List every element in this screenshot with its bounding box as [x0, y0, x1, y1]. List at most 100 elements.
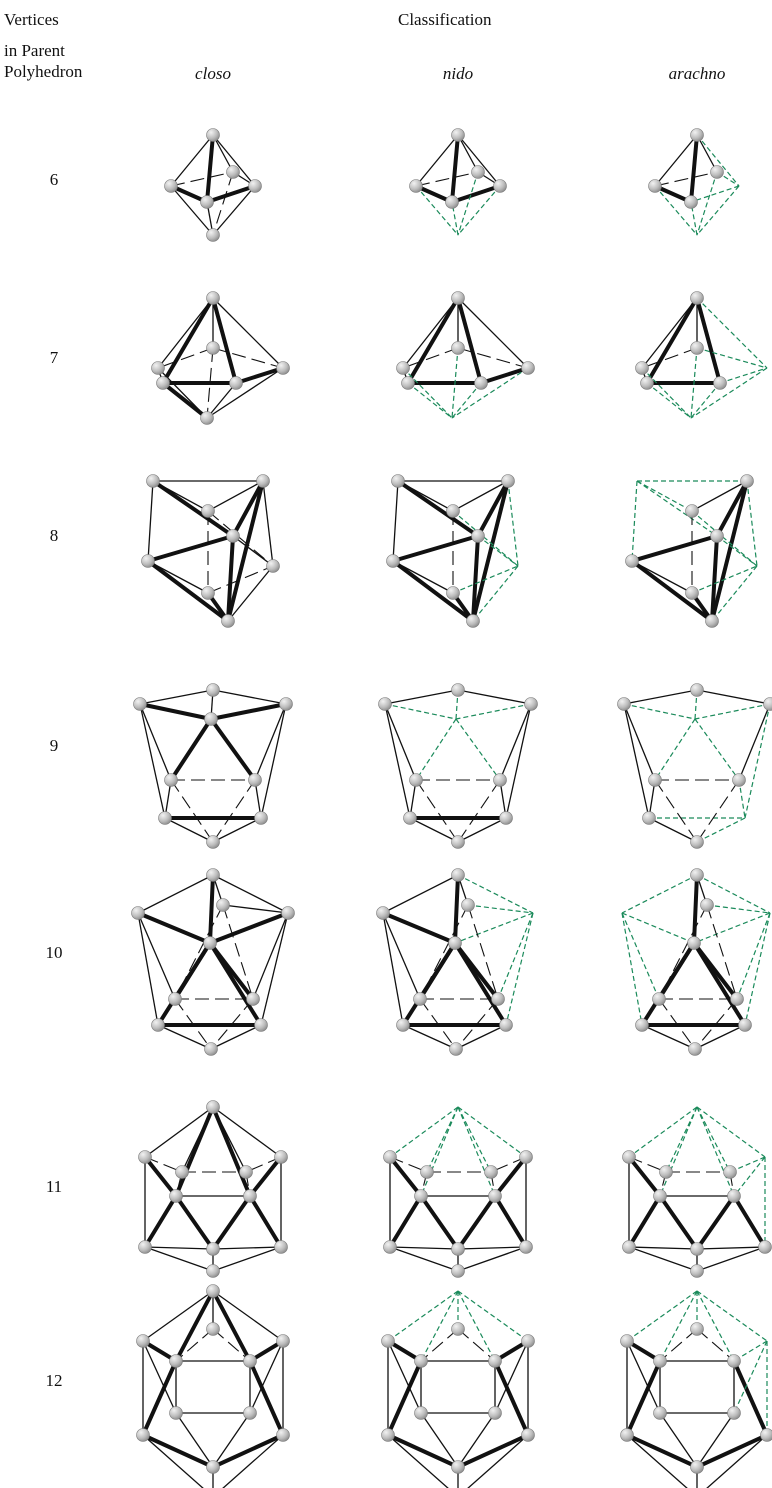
polyhedron-10-nido — [377, 869, 534, 1056]
boron-atom — [255, 1019, 268, 1032]
boron-atom — [159, 812, 172, 825]
boron-atom — [741, 475, 754, 488]
boron-atom — [134, 698, 147, 711]
edge — [632, 536, 717, 561]
boron-atom — [520, 1241, 533, 1254]
boron-atom — [217, 899, 230, 912]
polyhedron-12-arachno — [621, 1291, 772, 1488]
boron-atom — [653, 993, 666, 1006]
boron-atom — [452, 684, 465, 697]
boron-atom — [207, 229, 220, 242]
boron-atom — [165, 180, 178, 193]
polyhedron-8-closo — [142, 475, 280, 628]
edge — [176, 1329, 213, 1361]
edge — [495, 1196, 526, 1247]
edge — [697, 1247, 765, 1249]
edge — [416, 135, 458, 186]
boron-atom — [452, 1265, 465, 1278]
polyhedron-9-nido — [379, 684, 538, 849]
boron-atom — [201, 412, 214, 425]
edge — [210, 943, 261, 1025]
boron-atom — [447, 587, 460, 600]
edge — [207, 383, 236, 418]
edge — [211, 1025, 261, 1049]
edge — [697, 690, 770, 704]
edge — [236, 368, 283, 383]
edge — [213, 690, 286, 704]
edge — [408, 298, 458, 383]
boron-atom — [643, 812, 656, 825]
edge — [207, 135, 213, 202]
boron-atom — [500, 1019, 513, 1032]
boron-atom — [522, 1429, 535, 1442]
edge — [458, 298, 481, 383]
boron-atom — [207, 1243, 220, 1256]
edge — [171, 719, 211, 780]
edge — [393, 481, 398, 561]
edge — [500, 704, 531, 780]
removed-edge — [385, 704, 456, 719]
polyhedron-7-nido — [397, 292, 535, 419]
boron-atom — [275, 1241, 288, 1254]
boron-atom — [207, 342, 220, 355]
edge — [213, 1329, 250, 1361]
edge — [739, 704, 770, 780]
boron-atom — [500, 812, 513, 825]
boron-atom — [489, 1355, 502, 1368]
boron-atom — [649, 180, 662, 193]
boron-atom — [522, 362, 535, 375]
boron-atom — [452, 869, 465, 882]
removed-edge — [456, 704, 531, 719]
boron-atom — [207, 869, 220, 882]
boron-atom — [282, 907, 295, 920]
boron-atom — [761, 1429, 772, 1442]
boron-atom — [759, 1241, 772, 1254]
removed-edge — [508, 481, 518, 566]
edge — [213, 1291, 283, 1341]
boron-atom — [733, 774, 746, 787]
edge — [452, 135, 458, 202]
boron-atom — [207, 836, 220, 849]
edge — [393, 536, 478, 561]
polyhedron-11-nido — [384, 1107, 533, 1278]
boron-atom — [739, 1019, 752, 1032]
edge — [213, 1196, 250, 1249]
removed-edge — [408, 383, 452, 418]
edge — [383, 913, 403, 1025]
edge — [694, 875, 697, 943]
removed-edge — [637, 481, 692, 511]
boron-atom — [654, 1407, 667, 1420]
edge — [697, 298, 720, 383]
boron-atom — [636, 362, 649, 375]
edge — [398, 481, 478, 536]
edge — [458, 780, 500, 842]
edge — [647, 298, 697, 383]
removed-edge — [622, 913, 642, 1025]
removed-edge — [747, 481, 757, 566]
removed-edge — [717, 536, 757, 566]
removed-edge — [695, 704, 770, 719]
polyhedron-9-arachno — [618, 684, 772, 849]
boron-atom — [447, 505, 460, 518]
boron-atom — [244, 1355, 257, 1368]
boron-atom — [691, 836, 704, 849]
boron-atom — [170, 1190, 183, 1203]
edge — [158, 368, 207, 418]
boron-atom — [387, 555, 400, 568]
boron-atom — [152, 1019, 165, 1032]
boron-atom — [222, 615, 235, 628]
edge — [410, 818, 458, 842]
boron-atom — [415, 1190, 428, 1203]
polyhedron-6-nido — [410, 129, 507, 236]
edge — [506, 704, 531, 818]
edge — [629, 1157, 660, 1196]
boron-atom — [137, 1335, 150, 1348]
edge — [158, 1025, 211, 1049]
polyhedron-6-arachno — [649, 129, 740, 236]
edge — [176, 1196, 213, 1249]
boron-atom — [691, 1243, 704, 1256]
boron-atom — [714, 377, 727, 390]
removed-edge — [627, 1291, 697, 1341]
boron-atom — [277, 1335, 290, 1348]
